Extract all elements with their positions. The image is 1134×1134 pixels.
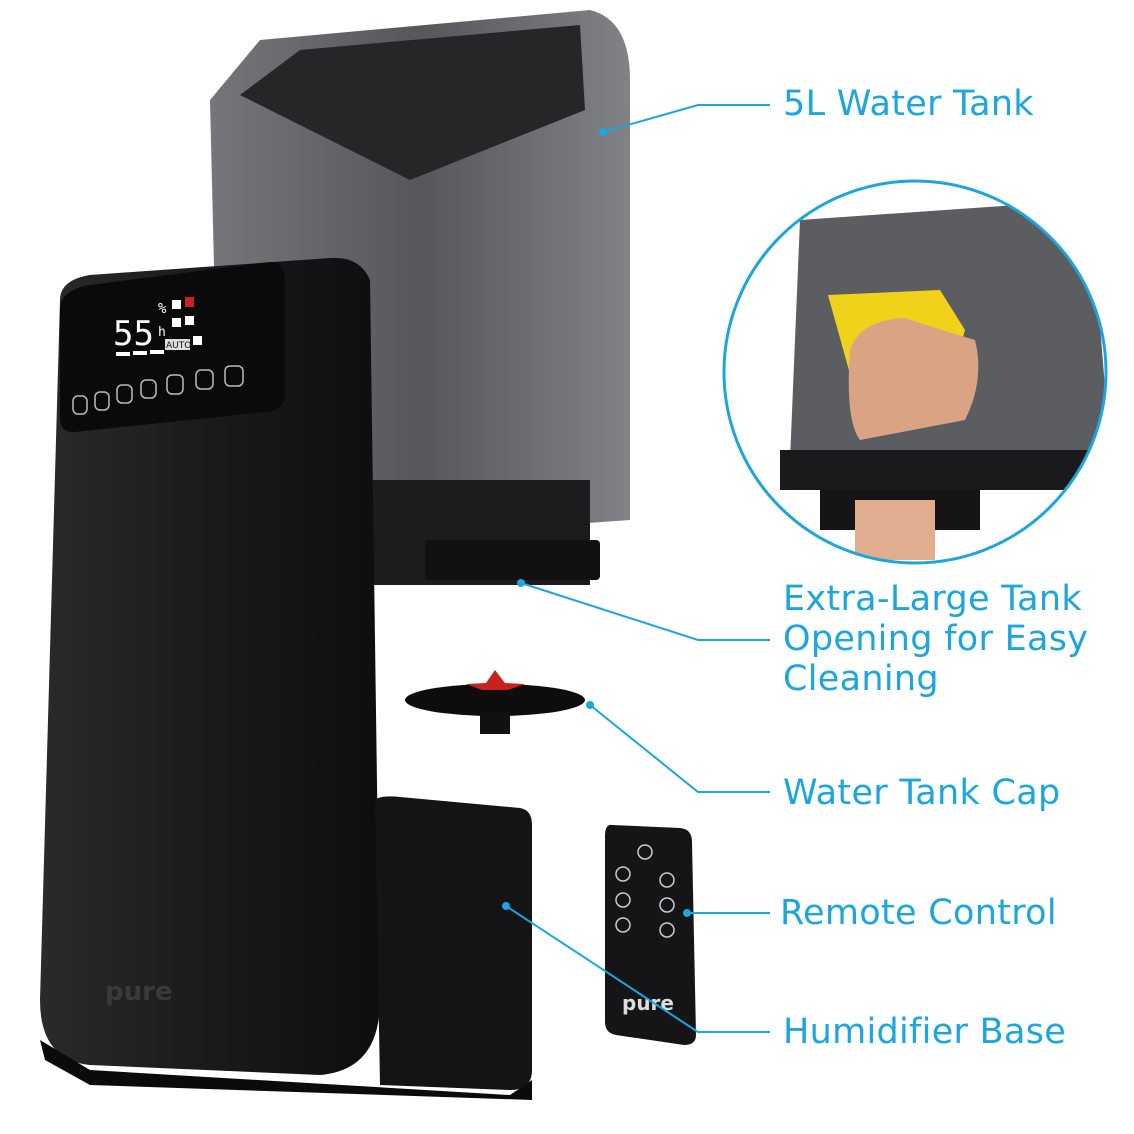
- auto-indicator: AUTO: [166, 341, 191, 351]
- callout-base: Humidifier Base: [783, 1012, 1067, 1052]
- brand-logo: pure: [105, 977, 173, 1007]
- remote-control: pure: [605, 824, 696, 1045]
- callout-remote: Remote Control: [780, 893, 1057, 933]
- auto-button[interactable]: [72, 395, 88, 415]
- warm-mist-button[interactable]: [140, 379, 157, 399]
- timer-button[interactable]: [116, 384, 133, 404]
- cleaning-inset: [722, 179, 1108, 565]
- callout-cap: Water Tank Cap: [783, 773, 1061, 813]
- callout-dots: [502, 128, 691, 917]
- power-button[interactable]: [224, 365, 244, 387]
- humidity-readout: 55: [113, 314, 154, 354]
- water-tank-cap: [405, 670, 585, 734]
- callout-water-tank: 5L Water Tank: [783, 84, 1034, 124]
- percent-unit: %: [158, 301, 167, 317]
- humidifier-body: 55 % h AUTO pure: [40, 257, 380, 1075]
- humidity-button[interactable]: [166, 374, 184, 395]
- callout-opening-line2: Opening for Easy: [783, 619, 1089, 659]
- humidifier-base: [40, 796, 532, 1100]
- mist-level-button[interactable]: [195, 369, 214, 390]
- callout-opening-line3: Cleaning: [783, 659, 939, 699]
- sleep-button[interactable]: [94, 391, 110, 411]
- callout-lines: [505, 104, 770, 1033]
- callout-opening-line1: Extra-Large Tank: [783, 579, 1082, 619]
- hour-unit: h: [158, 325, 166, 340]
